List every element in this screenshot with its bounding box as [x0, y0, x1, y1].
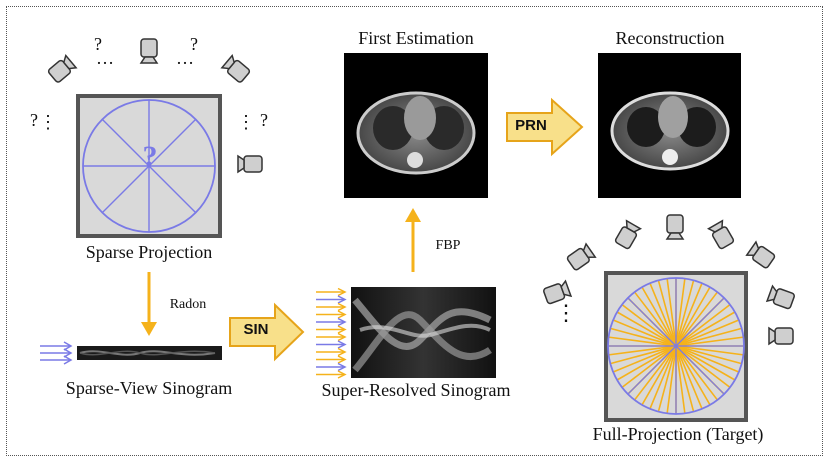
sin-arrow [229, 302, 305, 362]
prn-label: PRN [515, 117, 547, 134]
full-projection-panel [604, 271, 748, 422]
radon-arrow [141, 272, 157, 336]
full-view-dots: ⋮ [555, 300, 577, 325]
sparse-projection-panel [76, 94, 222, 238]
arrow-icon [63, 355, 73, 365]
fbp-arrow [405, 208, 421, 272]
arrow-icon [63, 341, 73, 351]
camera-icon [768, 327, 794, 345]
arrow-icon [337, 347, 347, 357]
center-question-mark: ? [142, 140, 158, 173]
arrow-icon [337, 295, 347, 304]
projection-arrows [40, 341, 73, 365]
projection-line [101, 118, 197, 214]
sparse-view-sinogram-label: Sparse-View Sinogram [65, 378, 233, 398]
camera-icon [221, 54, 252, 84]
camera-icon [666, 214, 684, 240]
arrow-icon [337, 310, 347, 319]
camera-icon [613, 219, 642, 251]
sparse-view-sinogram-image [77, 346, 222, 360]
dotted-frame [6, 6, 823, 456]
camera-icon [140, 38, 158, 64]
arrow-icon [337, 302, 347, 312]
unknown-view-mark: ? [190, 34, 198, 54]
arrow-icon [63, 348, 73, 358]
sin-label: SIN [243, 321, 269, 338]
super-resolved-sinogram-label: Super-Resolved Sinogram [321, 380, 511, 400]
unknown-view-ellipsis: … [96, 48, 114, 68]
unknown-view-ellipsis: … [176, 48, 194, 68]
first-estimation-label: First Estimation [358, 28, 474, 48]
arrow-icon [337, 317, 347, 327]
unknown-view-mark: ? [30, 110, 38, 130]
prn-arrow [506, 97, 584, 157]
unknown-view-dots: ⋮ [237, 112, 255, 132]
camera-icon [707, 219, 736, 251]
arrow-icon [337, 332, 347, 342]
super-resolved-sinogram-image [351, 287, 496, 378]
fbp-label: FBP [435, 238, 461, 253]
radon-label: Radon [169, 297, 207, 312]
unknown-view-dots: ⋮ [39, 112, 57, 132]
camera-icon [237, 155, 263, 173]
arrow-icon [337, 325, 347, 334]
dense-projection-arrows [316, 287, 347, 379]
arrow-icon [337, 370, 347, 379]
sparse-projection-label: Sparse Projection [85, 242, 213, 262]
reconstruction-image [598, 53, 741, 198]
camera-icon [46, 54, 77, 84]
unknown-view-mark: ? [94, 34, 102, 54]
arrow-icon [337, 355, 347, 364]
arrow-icon [337, 287, 347, 297]
reconstruction-label: Reconstruction [615, 28, 725, 48]
camera-icon [766, 285, 796, 311]
arrow-icon [337, 340, 347, 349]
projection-line [627, 297, 725, 395]
camera-icon [565, 243, 596, 272]
camera-icon [746, 241, 777, 270]
unknown-view-mark: ? [260, 110, 268, 130]
first-estimation-image [344, 53, 488, 198]
arrow-icon [337, 362, 347, 372]
full-projection-label: Full-Projection (Target) [592, 424, 764, 444]
